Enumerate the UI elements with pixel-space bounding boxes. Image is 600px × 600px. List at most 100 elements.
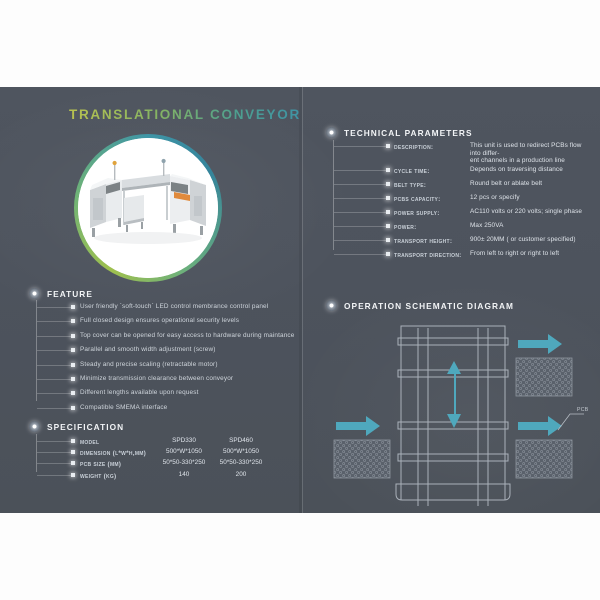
technical-row-value: From left to right or right to left: [470, 250, 560, 257]
specification-tree-lines: [36, 434, 86, 472]
specification-header: SPECIFICATION: [29, 421, 124, 432]
tree-connector: [334, 240, 386, 241]
schematic-title: OPERATION SCHEMATIC DIAGRAM: [344, 300, 515, 311]
list-bullet-icon: [386, 168, 390, 172]
feature-list-item: Steady and precise scaling (retractable …: [80, 361, 218, 368]
tree-connector: [37, 336, 71, 337]
tree-connector: [37, 463, 71, 464]
feature-list-item: Full closed design ensures operational s…: [80, 317, 240, 324]
tree-connector: [37, 350, 71, 351]
feature-title: FEATURE: [47, 288, 93, 299]
specification-row-label: PCB Size (MM): [80, 459, 122, 468]
pcb-bottom-left: [333, 416, 391, 479]
tree-connector: [334, 212, 386, 213]
pcb-bottom-right: [515, 413, 584, 479]
tree-connector: [334, 170, 386, 171]
tree-connector: [334, 146, 386, 147]
list-bullet-icon: [386, 144, 390, 148]
technical-row-value: Depends on traversing distance: [470, 166, 563, 173]
traverse-arrow-icon: [447, 361, 461, 428]
list-bullet-icon: [71, 473, 75, 477]
specification-value-col1: SPD330: [172, 437, 196, 444]
list-bullet-icon: [71, 450, 75, 454]
tree-connector: [37, 441, 71, 442]
list-bullet-icon: [71, 406, 75, 410]
list-bullet-icon: [386, 252, 390, 256]
bullet-dot-icon: [326, 127, 337, 138]
specification-value-col1: 500*W*1050: [166, 448, 202, 455]
tree-connector: [334, 226, 386, 227]
pcb-top-right: [515, 334, 573, 397]
technical-row-label: Power Supply:: [394, 208, 440, 217]
feature-list-item: Top cover can be opened for easy access …: [80, 332, 295, 339]
technical-row-label: Power:: [394, 222, 417, 231]
technical-row-value: AC110 volts or 220 volts; single phase: [470, 208, 583, 215]
tree-connector: [37, 321, 71, 322]
feature-list-item: Parallel and smooth width adjustment (sc…: [80, 346, 216, 353]
list-bullet-icon: [386, 210, 390, 214]
technical-parameters-header: TECHNICAL PARAMETERS: [326, 127, 473, 138]
bullet-dot-icon: [29, 288, 40, 299]
pcb-callout-label: PCB: [577, 407, 589, 413]
tree-connector: [37, 393, 71, 394]
tree-connector: [37, 307, 71, 308]
technical-row-label: Transport Direction:: [394, 250, 462, 259]
specification-row-label: Model: [80, 437, 100, 446]
specification-title: SPECIFICATION: [47, 421, 125, 432]
page-title: TRANSLATIONAL CONVEYOR: [69, 107, 301, 122]
feature-list-item: Different lengths available upon request: [80, 389, 199, 396]
technical-row-value: Max 250VA: [470, 222, 504, 229]
specification-value-col2: 50*50-330*250: [219, 459, 263, 466]
technical-row-value: This unit is used to redirect PCBs flow …: [470, 142, 582, 165]
list-bullet-icon: [71, 348, 75, 352]
technical-row-label: PCBs Capacity:: [394, 194, 441, 203]
tree-connector: [37, 408, 71, 409]
technical-row-label: Description:: [394, 142, 434, 151]
specification-value-col2: 500*W*1050: [223, 448, 259, 455]
specification-row-label: Weight (KG): [80, 471, 117, 480]
list-bullet-icon: [71, 334, 75, 338]
feature-list-item: Compatible SMEMA interface: [80, 404, 168, 411]
specification-value-col2: SPD460: [229, 437, 253, 444]
tree-connector: [37, 452, 71, 453]
technical-row-label: Belt Type:: [394, 180, 427, 189]
operation-schematic-diagram: PCB: [330, 318, 592, 508]
list-bullet-icon: [71, 391, 75, 395]
feature-list-item: User friendly `soft-touch` LED control m…: [80, 303, 269, 310]
page-fold-shadow: [299, 87, 302, 513]
specification-value-col2: 200: [235, 471, 247, 478]
technical-parameters-title: TECHNICAL PARAMETERS: [344, 127, 473, 138]
specification-row-label: Dimension (L*W*H,MM): [80, 448, 147, 457]
technical-row-label: Cycle Time:: [394, 166, 430, 175]
technical-tree-lines: [333, 140, 393, 250]
tree-connector: [37, 365, 71, 366]
list-bullet-icon: [386, 224, 390, 228]
list-bullet-icon: [386, 196, 390, 200]
list-bullet-icon: [71, 305, 75, 309]
tree-connector: [37, 379, 71, 380]
list-bullet-icon: [71, 439, 75, 443]
tree-connector: [334, 198, 386, 199]
list-bullet-icon: [71, 319, 75, 323]
list-bullet-icon: [71, 377, 75, 381]
technical-row-value: 900± 20MM ( or customer specified): [470, 236, 576, 243]
list-bullet-icon: [71, 363, 75, 367]
bullet-dot-icon: [29, 421, 40, 432]
technical-row-value: Round belt or ablate belt: [470, 180, 543, 187]
photo-image: [78, 138, 218, 278]
technical-row-value: 12 pcs or specify: [470, 194, 520, 201]
list-bullet-icon: [386, 238, 390, 242]
page-fold-line: [302, 87, 303, 513]
technical-row-label: Transport Height:: [394, 236, 453, 245]
specification-value-col1: 140: [178, 471, 190, 478]
tree-connector: [37, 475, 71, 476]
feature-header: FEATURE: [29, 288, 93, 299]
tree-connector: [334, 184, 386, 185]
tree-connector: [334, 254, 386, 255]
list-bullet-icon: [386, 182, 390, 186]
feature-list-item: Minimize transmission clearance between …: [80, 375, 234, 382]
list-bullet-icon: [71, 461, 75, 465]
bullet-dot-icon: [326, 300, 337, 311]
specification-value-col1: 50*50-330*250: [162, 459, 206, 466]
